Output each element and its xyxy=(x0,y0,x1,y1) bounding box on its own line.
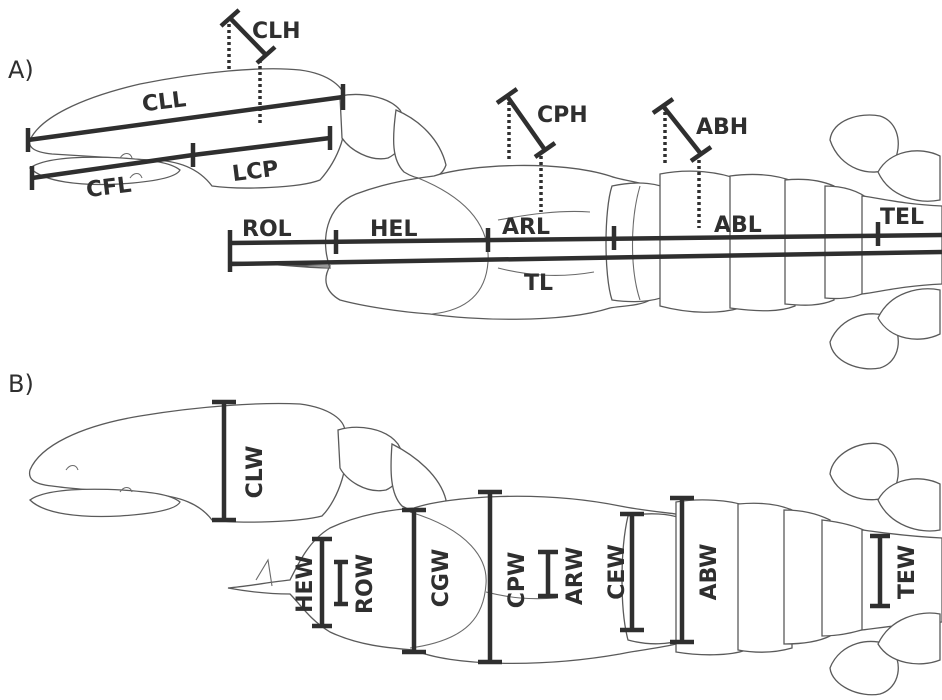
label-cph: CPH xyxy=(537,103,588,128)
label-tel: TEL xyxy=(880,205,924,230)
body-outline-b xyxy=(227,442,942,696)
label-tew: TEW xyxy=(895,545,920,599)
segment-line xyxy=(229,232,942,246)
abh-line xyxy=(661,104,703,156)
label-cgw: CGW xyxy=(429,549,454,607)
label-clw: CLW xyxy=(243,446,268,499)
label-tl: TL xyxy=(524,271,553,296)
label-cpw: CPW xyxy=(505,552,530,609)
label-cfl: CFL xyxy=(85,173,133,203)
label-cew: CEW xyxy=(605,544,630,599)
label-row: ROW xyxy=(353,554,378,614)
clh-line xyxy=(228,16,268,57)
label-clh: CLH xyxy=(252,19,301,44)
label-cll: CLL xyxy=(141,87,188,117)
cph-line xyxy=(505,94,547,152)
label-lcp: LCP xyxy=(231,157,280,187)
measurements-a xyxy=(25,8,942,272)
cfl-line xyxy=(31,152,194,181)
panel-a: A) xyxy=(8,8,942,370)
panel-b: B) xyxy=(8,370,942,696)
label-hel: HEL xyxy=(370,217,417,242)
label-abl: ABL xyxy=(714,213,762,238)
panel-b-label: B) xyxy=(8,370,34,398)
label-abh: ABH xyxy=(696,115,748,140)
claw-outline-b xyxy=(28,402,447,523)
measurements-b xyxy=(212,399,890,665)
tl-line xyxy=(229,249,942,267)
panel-a-label: A) xyxy=(8,56,34,84)
label-abw: ABW xyxy=(697,544,722,601)
lcp-line xyxy=(192,135,331,158)
label-arw: ARW xyxy=(563,547,588,605)
cll-line xyxy=(27,94,344,143)
label-hew: HEW xyxy=(293,555,318,613)
label-arl: ARL xyxy=(502,215,550,240)
label-rol: ROL xyxy=(242,217,292,242)
